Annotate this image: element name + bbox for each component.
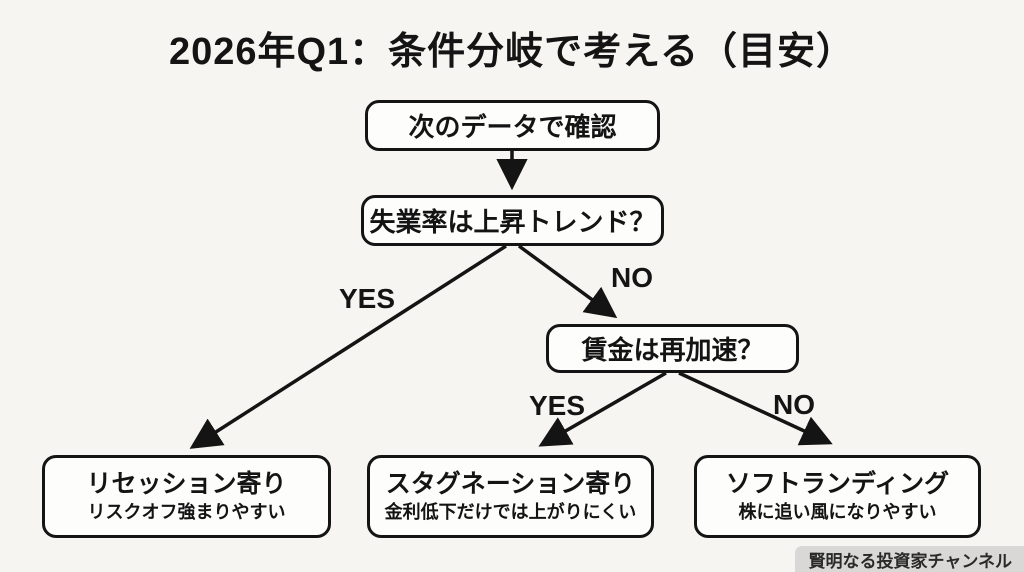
node-start: 次のデータで確認 — [365, 100, 660, 151]
node-decision-wages: 賃金は再加速？ — [546, 324, 799, 373]
arrow-decision1-yes — [189, 244, 507, 449]
outcome-softlanding-subtitle: 株に追い風になりやすい — [738, 501, 937, 522]
node-outcome-softlanding: ソフトランディング 株に追い風になりやすい — [694, 455, 981, 538]
outcome-recession-subtitle: リスクオフ強まりやすい — [87, 501, 286, 522]
outcome-stagnation-subtitle: 金利低下だけでは上がりにくい — [384, 501, 637, 522]
page-title: 2026年Q1：条件分岐で考える（目安） — [168, 31, 856, 73]
outcome-recession-title: リセッション寄り — [86, 470, 287, 499]
node-outcome-recession: リセッション寄り リスクオフ強まりやすい — [42, 455, 331, 538]
node-start-label: 次のデータで確認 — [408, 112, 617, 142]
node-decision-unemployment: 失業率は上昇トレンド？ — [361, 195, 664, 246]
branch-label-d2-yes: YES — [528, 390, 586, 421]
branch-label-d1-no: NO — [611, 262, 653, 293]
branch-label-d1-yes: YES — [338, 283, 396, 314]
node-decision-unemployment-label: 失業率は上昇トレンド？ — [369, 207, 656, 237]
outcome-softlanding-title: ソフトランディング — [725, 470, 950, 499]
node-decision-wages-label: 賃金は再加速？ — [581, 335, 764, 365]
node-outcome-stagnation: スタグネーション寄り 金利低下だけでは上がりにくい — [367, 455, 654, 538]
outcome-stagnation-title: スタグネーション寄り — [385, 470, 636, 499]
channel-watermark-badge: 賢明なる投資家チャンネル — [794, 546, 1024, 572]
branch-label-d2-no: NO — [773, 389, 815, 420]
channel-watermark-label: 賢明なる投資家チャンネル — [808, 551, 1013, 571]
